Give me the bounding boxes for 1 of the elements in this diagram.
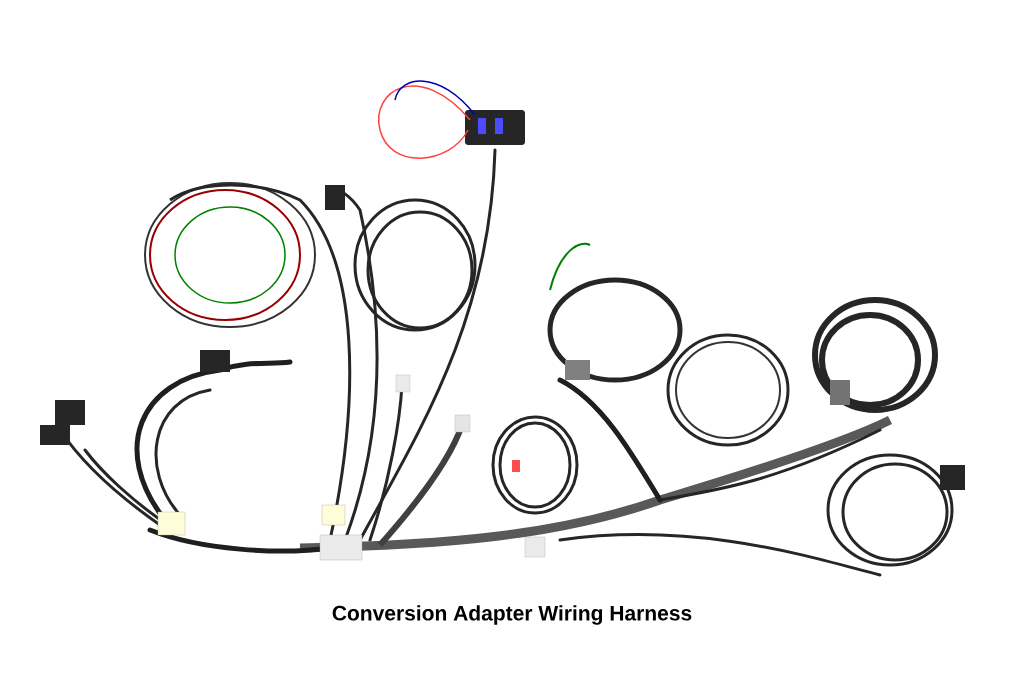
- caption: Conversion Adapter Wiring Harness: [332, 605, 692, 625]
